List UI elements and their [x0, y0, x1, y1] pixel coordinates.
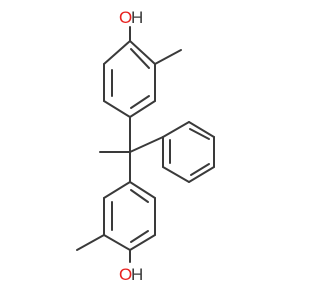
bottom-hydrogen-label: H [131, 265, 143, 284]
background [0, 0, 300, 300]
top-oxygen-label: O [119, 8, 132, 27]
bottom-methyl-bond [76, 234, 105, 251]
top-phenol-ring [103, 40, 156, 118]
top-hydrogen-label: H [131, 8, 143, 27]
bottom-oxygen-label: O [119, 265, 132, 284]
phenyl-ring [162, 121, 215, 183]
bottom-phenol-ring [103, 181, 156, 251]
molecule-structure-diagram: O H O H [0, 0, 300, 300]
central-carbon-bonds [99, 116, 164, 183]
top-methyl-bond [154, 49, 182, 65]
